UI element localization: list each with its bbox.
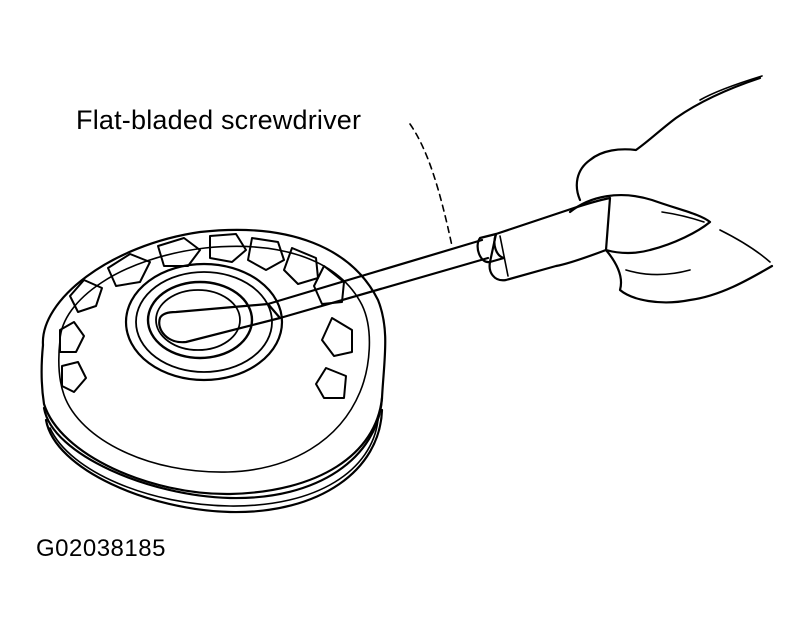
screwdriver-handle xyxy=(488,196,612,282)
rim-slot xyxy=(321,317,353,357)
pulley-hub-outer xyxy=(124,262,284,382)
callout-label: Flat-bladed screwdriver xyxy=(76,105,362,135)
screwdriver-shaft xyxy=(266,238,490,320)
pulley-mid-edge xyxy=(42,396,384,500)
hand-finger-crease xyxy=(625,269,691,276)
pulley-hub-bore xyxy=(155,289,241,351)
pulley-outer-face xyxy=(40,228,387,496)
rim-slot xyxy=(69,279,103,313)
hand-thumbnail xyxy=(661,211,705,223)
rim-slot xyxy=(247,237,285,271)
hand-palm-line xyxy=(719,229,771,263)
pulley-inner-rim xyxy=(58,245,371,473)
rim-slot xyxy=(157,237,201,267)
pulley-hub-seal xyxy=(146,280,254,360)
callout-leader-line xyxy=(409,123,453,247)
rim-slot xyxy=(315,367,347,399)
rim-slot xyxy=(107,253,151,287)
rim-slot xyxy=(59,321,85,353)
hand xyxy=(568,75,774,304)
pulley xyxy=(40,228,387,514)
rim-slot xyxy=(61,361,87,393)
hand-knuckles xyxy=(575,76,762,202)
hand-thumb xyxy=(568,194,712,255)
rim-slot xyxy=(283,247,319,285)
hand-wrist xyxy=(699,75,763,101)
screwdriver-blade-tip xyxy=(158,302,282,344)
screwdriver-handle-detail xyxy=(499,235,509,277)
pulley-lower-edge xyxy=(44,408,384,514)
screwdriver xyxy=(158,196,612,344)
rim-slot xyxy=(209,233,247,263)
hand-fingers xyxy=(604,248,774,304)
pulley-groove-line xyxy=(49,419,379,507)
pulley-hub-step xyxy=(135,271,273,373)
pulley-rim-slots xyxy=(59,233,353,399)
figure-id: G02038185 xyxy=(36,535,166,562)
